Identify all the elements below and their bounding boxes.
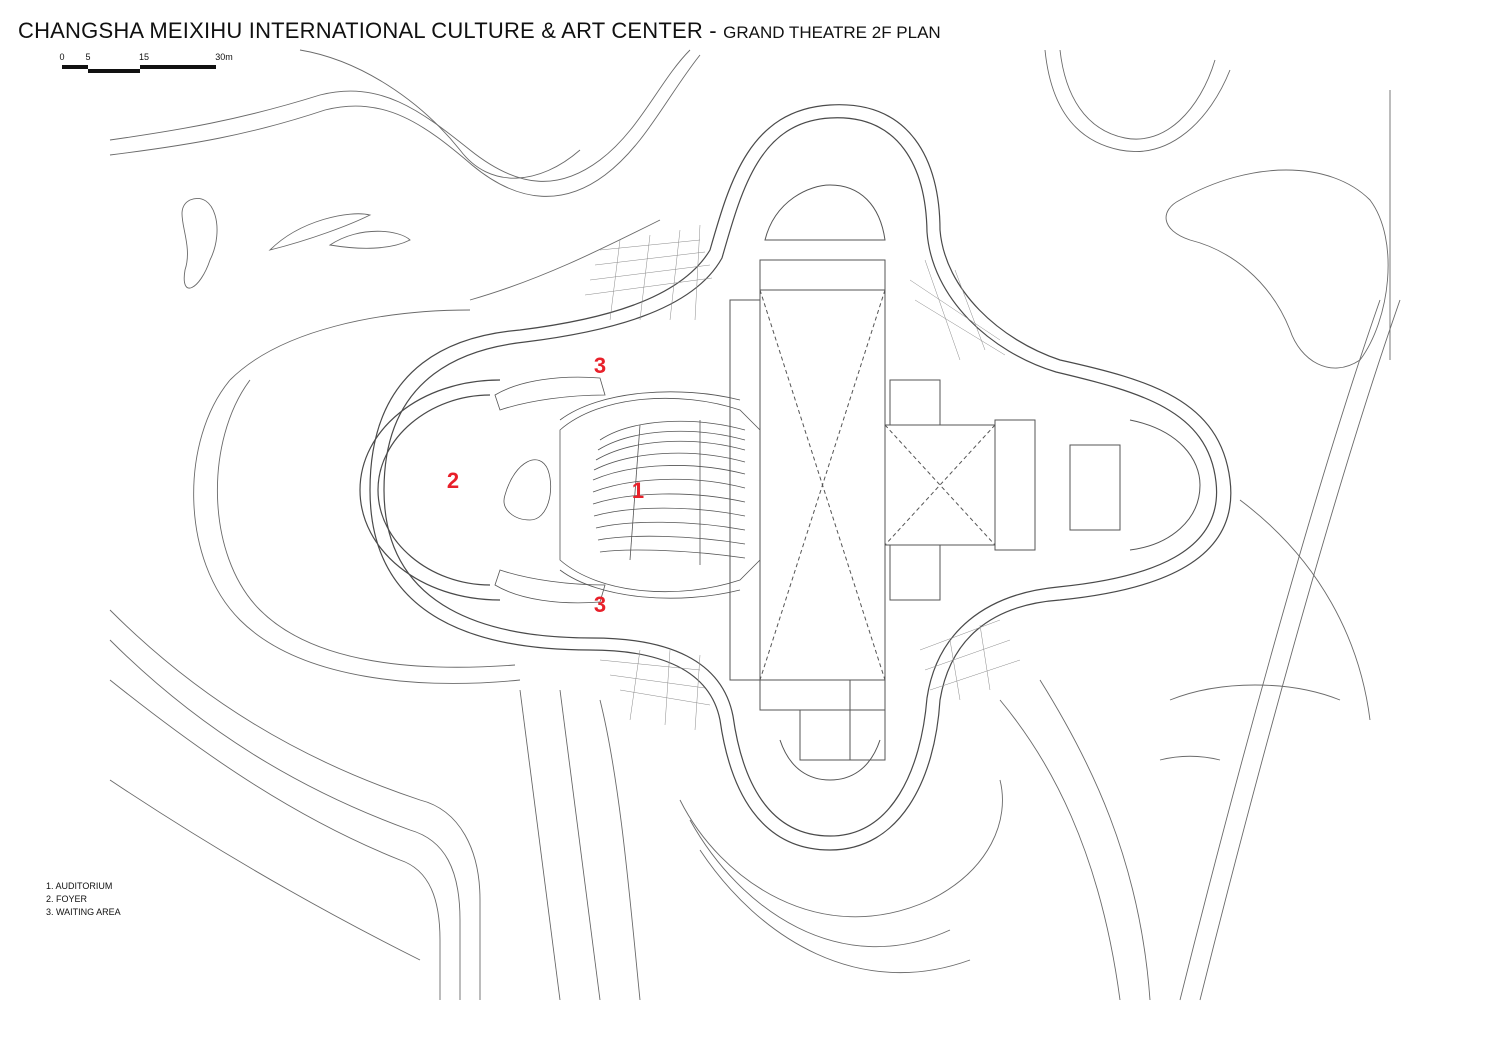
landscape-curve — [559, 689, 601, 1001]
scale-segment — [62, 65, 88, 69]
facade-ribs — [599, 649, 711, 731]
legend-item: 3. WAITING AREA — [46, 907, 121, 917]
landscape-curve — [229, 309, 471, 381]
seating-row — [592, 478, 746, 493]
landscape-curve — [519, 689, 561, 1001]
landscape-curve — [181, 198, 218, 289]
landscape-curve — [109, 639, 461, 1000]
landscape-curve — [469, 219, 661, 301]
room — [1069, 444, 1121, 531]
landscape-curve — [699, 849, 971, 974]
waiting-north — [494, 376, 606, 411]
landscape-curve — [299, 49, 581, 179]
seating-row — [595, 440, 746, 461]
scale-tick: 0 — [59, 52, 65, 62]
landscape-curve — [599, 699, 641, 1001]
scale-tick: 15 — [138, 52, 150, 62]
scale-bar: 0 5 15 30m — [52, 52, 252, 82]
legend-item: 2. FOYER — [46, 894, 88, 904]
room — [729, 299, 761, 681]
seating-row — [595, 521, 746, 531]
room — [889, 544, 941, 601]
landscape-curve — [109, 779, 421, 961]
landscape-curve — [109, 679, 441, 1000]
seating-aisle — [629, 424, 641, 561]
room — [994, 419, 1036, 551]
stage-diagonal — [884, 424, 996, 546]
north-room — [764, 184, 886, 241]
room — [759, 679, 886, 711]
room — [849, 679, 886, 761]
landscape-curve — [109, 54, 701, 197]
drawing-title: CHANGSHA MEIXIHU INTERNATIONAL CULTURE &… — [18, 18, 941, 44]
landscape-curve — [109, 609, 481, 1000]
seating-row — [599, 549, 746, 559]
south-room — [779, 739, 881, 781]
building-inner-shell — [383, 117, 1218, 837]
legend: 1. AUDITORIUM 2. FOYER 3. WAITING AREA — [46, 880, 121, 919]
scale-tick: 30m — [215, 52, 233, 62]
title-main: CHANGSHA MEIXIHU INTERNATIONAL CULTURE &… — [18, 18, 724, 43]
foyer-outline — [359, 379, 501, 601]
stage-diagonal — [884, 424, 996, 546]
foyer-outline — [377, 394, 491, 586]
landscape-curve — [193, 379, 521, 684]
facade-ribs — [909, 259, 1006, 361]
room — [759, 259, 886, 291]
landscape-curve — [1169, 684, 1341, 701]
landscape-curve — [1039, 679, 1151, 1001]
landscape-curve — [679, 779, 1003, 918]
landscape-curve — [1199, 299, 1401, 1001]
foyer-sculpture — [503, 459, 552, 521]
landscape-curve — [328, 230, 411, 249]
balcony-north — [559, 391, 741, 421]
seating-row — [592, 493, 746, 505]
seating-row — [597, 535, 746, 545]
landscape-curve — [1059, 49, 1216, 140]
facade-ribs — [584, 224, 713, 321]
room — [799, 709, 851, 761]
label-auditorium: 1 — [631, 478, 645, 503]
waiting-south — [494, 569, 606, 604]
room — [889, 379, 941, 426]
balcony-south — [559, 569, 741, 599]
landscape-curve — [268, 213, 372, 251]
stage-diagonal — [759, 289, 886, 681]
label-waiting-south: 3 — [593, 592, 607, 617]
landscape-curve — [999, 699, 1121, 1001]
landscape-curve — [1159, 755, 1221, 761]
seating-row — [593, 452, 746, 471]
landscape-curve — [1239, 499, 1371, 721]
landscape-curve — [1044, 49, 1231, 152]
facade-ribs — [919, 619, 1021, 701]
label-waiting-north: 3 — [593, 353, 607, 378]
scale-tick: 5 — [85, 52, 91, 62]
landscape-curve — [109, 49, 691, 182]
label-foyer: 2 — [446, 468, 460, 493]
scale-segment — [140, 65, 216, 69]
scale-segment — [88, 69, 140, 73]
seating-row — [599, 420, 746, 441]
seating-row — [597, 430, 746, 451]
landscape-curve — [689, 819, 951, 948]
east-lobby — [1129, 419, 1201, 551]
legend-item: 1. AUDITORIUM — [46, 881, 113, 891]
landscape-curve — [1179, 299, 1381, 1001]
seating-row — [592, 465, 746, 481]
auditorium-wall — [559, 397, 761, 593]
title-sub: GRAND THEATRE 2F PLAN — [723, 23, 941, 42]
landscape-curve — [1165, 169, 1389, 369]
building-outer-shell — [369, 104, 1232, 851]
seating-row — [593, 507, 746, 517]
landscape-curve — [216, 379, 516, 668]
